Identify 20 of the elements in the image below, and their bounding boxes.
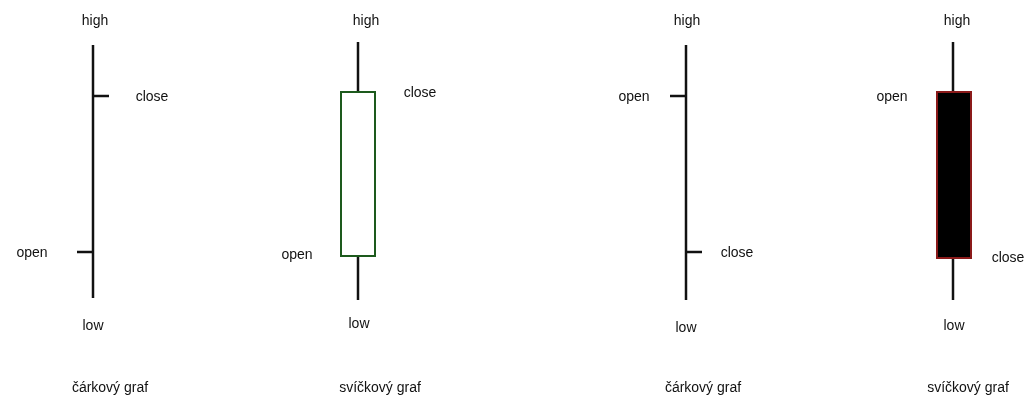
price-label: low xyxy=(675,319,697,335)
price-label: open xyxy=(618,88,650,104)
chart-caption: čárkový graf xyxy=(71,379,149,395)
price-label: high xyxy=(673,12,701,28)
price-label: close xyxy=(720,244,754,260)
price-label: low xyxy=(82,317,104,333)
chart-caption: svíčkový graf xyxy=(927,379,1009,395)
price-label: close xyxy=(135,88,169,104)
price-label: high xyxy=(352,12,380,28)
price-label: open xyxy=(16,244,48,260)
chart-caption: čárkový graf xyxy=(664,379,742,395)
price-label: low xyxy=(348,315,370,331)
price-label: open xyxy=(281,246,313,262)
price-label: close xyxy=(403,84,437,100)
chart-caption: svíčkový graf xyxy=(339,379,421,395)
price-label: close xyxy=(991,249,1025,265)
price-label: high xyxy=(943,12,971,28)
price-label: open xyxy=(876,88,908,104)
price-label: low xyxy=(943,317,965,333)
price-label: high xyxy=(81,12,109,28)
